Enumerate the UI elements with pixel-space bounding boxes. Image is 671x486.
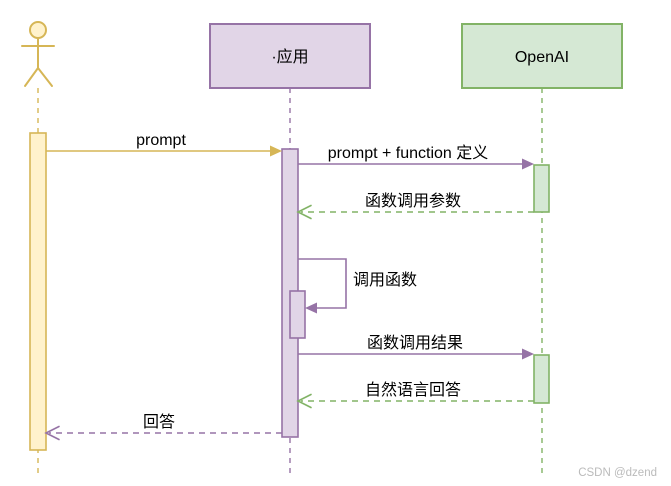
participant-app: ·应用 xyxy=(209,23,371,89)
arrowhead-icon xyxy=(305,302,317,314)
app-participant-box xyxy=(209,23,371,89)
open-arrowhead-icon xyxy=(296,393,312,409)
open-arrowhead-icon xyxy=(44,425,60,441)
message-answer-label: 回答 xyxy=(143,413,175,431)
openai-participant-box xyxy=(461,23,623,89)
message-prompt-function-def: prompt + function 定义 xyxy=(298,144,534,170)
arrowhead-icon xyxy=(522,158,534,170)
openai-activation-bar-1 xyxy=(533,164,550,213)
message-function-call-args: 函数调用参数 xyxy=(296,192,534,220)
actor-right-leg xyxy=(37,67,53,87)
message-call-function-line xyxy=(298,258,347,309)
message-answer: 回答 xyxy=(44,413,282,441)
arrowhead-icon xyxy=(522,348,534,360)
message-prompt-function-def-label: prompt + function 定义 xyxy=(328,144,489,162)
open-arrowhead-icon xyxy=(296,204,312,220)
message-prompt-label: prompt xyxy=(136,132,186,149)
participant-openai: OpenAI xyxy=(461,23,623,89)
message-prompt: prompt xyxy=(46,132,282,157)
message-call-function-label: 调用函数 xyxy=(353,271,417,289)
message-function-call-result: 函数调用结果 xyxy=(298,334,534,360)
message-function-call-args-label: 函数调用参数 xyxy=(365,192,461,210)
app-participant-label: ·应用 xyxy=(271,47,308,66)
message-natural-language-answer: 自然语言回答 xyxy=(296,381,534,409)
actor-head xyxy=(29,21,47,39)
app-nested-activation-bar xyxy=(289,290,306,339)
actor-icon xyxy=(21,21,55,87)
openai-activation-bar-2 xyxy=(533,354,550,404)
actor-activation-bar xyxy=(29,132,47,451)
message-natural-language-answer-label: 自然语言回答 xyxy=(365,381,461,399)
arrowhead-icon xyxy=(270,145,282,157)
openai-participant-label: OpenAI xyxy=(515,49,569,66)
message-call-function-self: 调用函数 xyxy=(298,258,417,314)
actor-left-leg xyxy=(24,67,39,87)
watermark: CSDN @dzend xyxy=(578,467,657,479)
message-function-call-result-label: 函数调用结果 xyxy=(367,334,463,352)
